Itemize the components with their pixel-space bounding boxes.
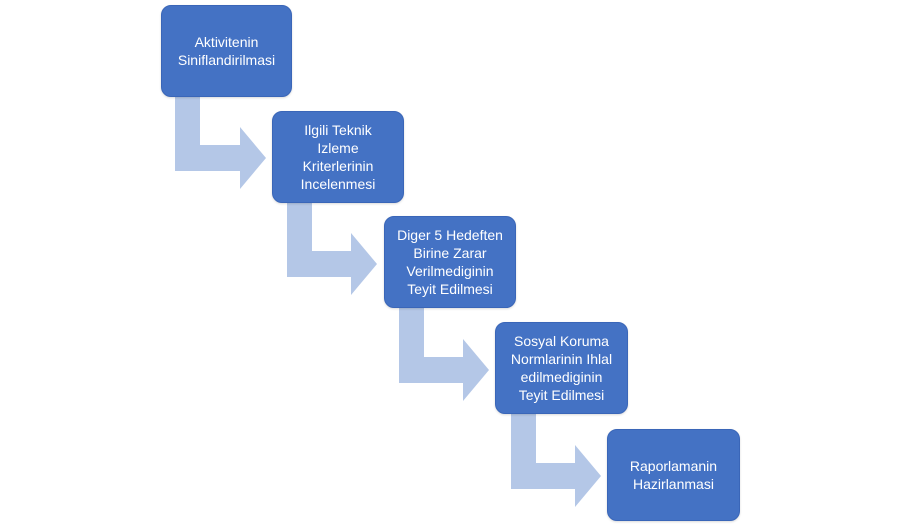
step-box-5: Raporlamanin Hazirlanmasi [607,429,740,521]
step-box-2: Ilgili Teknik Izleme Kriterlerinin Incel… [272,111,404,203]
step-label-1: Aktivitenin Siniflandirilmasi [177,34,276,68]
step-box-3: Diger 5 Hedeften Birine Zarar Verilmedig… [384,216,516,308]
step-label-4: Sosyal Koruma Normlarinin Ihlal edilmedi… [510,333,613,403]
step-label-2: Ilgili Teknik Izleme Kriterlerinin Incel… [300,122,376,192]
bent-arrow-icon [175,97,266,189]
step-box-1: Aktivitenin Siniflandirilmasi [161,5,292,97]
step-label-5: Raporlamanin Hazirlanmasi [629,458,718,492]
step-box-4: Sosyal Koruma Normlarinin Ihlal edilmedi… [495,322,628,414]
bent-arrow-icon [511,414,601,507]
bent-arrow-icon [287,203,377,295]
bent-arrow-icon [399,308,489,401]
step-label-3: Diger 5 Hedeften Birine Zarar Verilmedig… [397,227,503,297]
